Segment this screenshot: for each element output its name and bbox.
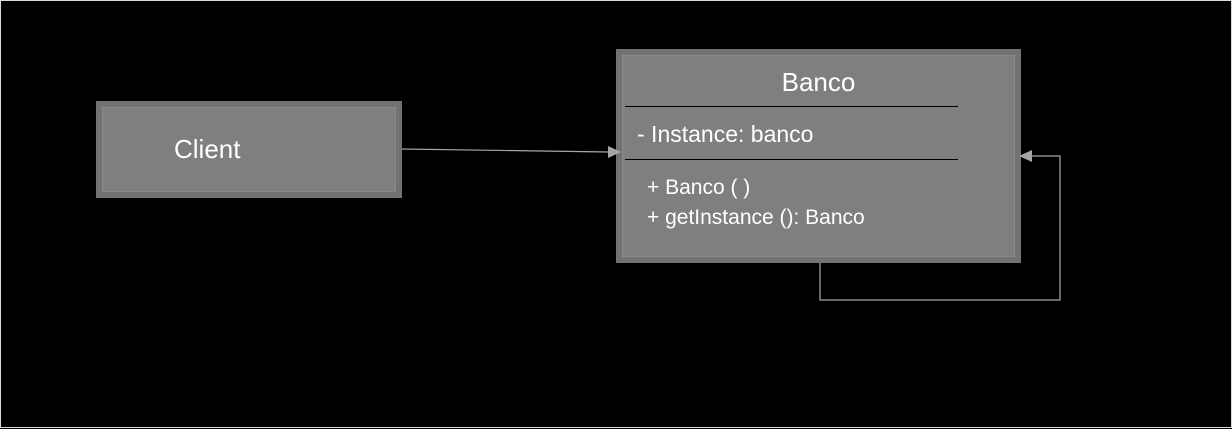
banco-class-box-inner — [622, 55, 1015, 257]
client-label: Client — [174, 134, 241, 164]
banco-attribute: - Instance: banco — [637, 121, 814, 147]
banco-method-constructor: + Banco ( ) — [647, 176, 751, 199]
attribute-divider — [625, 159, 958, 160]
client-to-banco-arrowhead — [608, 146, 621, 158]
client-to-banco-line — [401, 148, 610, 153]
client-class-box-inner — [102, 107, 396, 192]
self-reference-line — [819, 155, 1061, 301]
self-reference-arrowhead — [1019, 150, 1032, 162]
banco-class-title: Banco — [781, 67, 856, 97]
banco-class-box: Banco - Instance: banco + Banco ( ) + ge… — [616, 49, 1021, 263]
client-class-box: Client — [96, 101, 402, 198]
title-divider — [625, 106, 958, 107]
banco-method-getinstance: + getInstance (): Banco — [647, 206, 865, 229]
